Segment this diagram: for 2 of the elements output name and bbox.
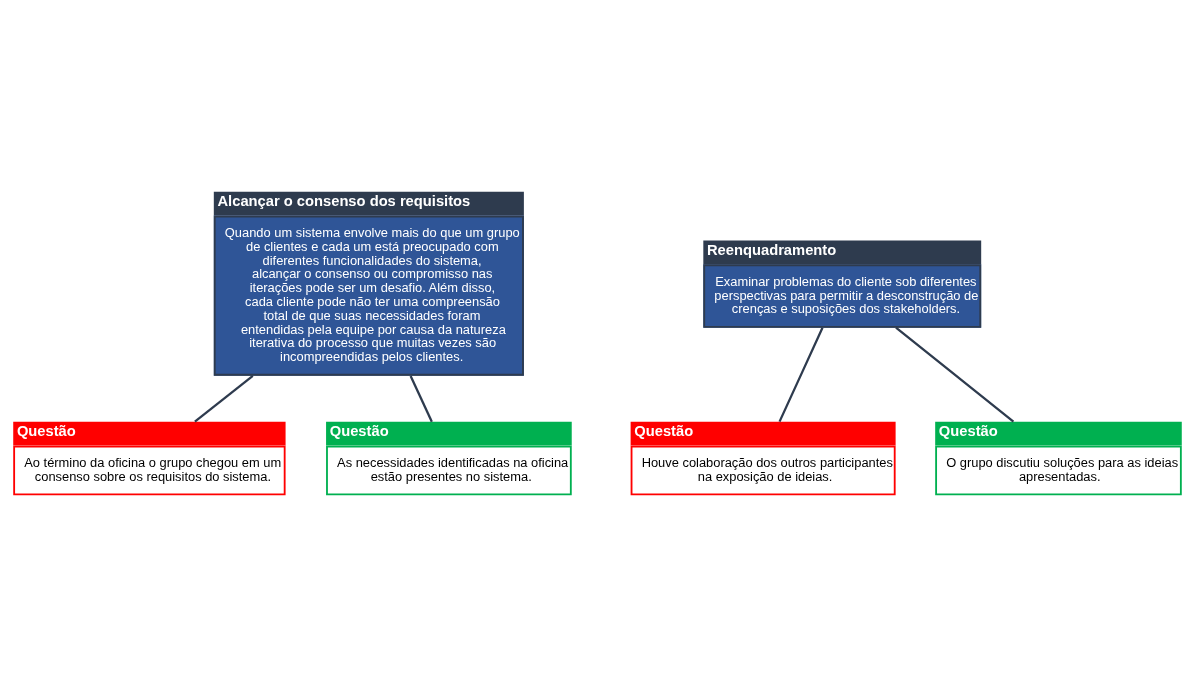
connector [778, 326, 824, 422]
connector [409, 374, 433, 422]
